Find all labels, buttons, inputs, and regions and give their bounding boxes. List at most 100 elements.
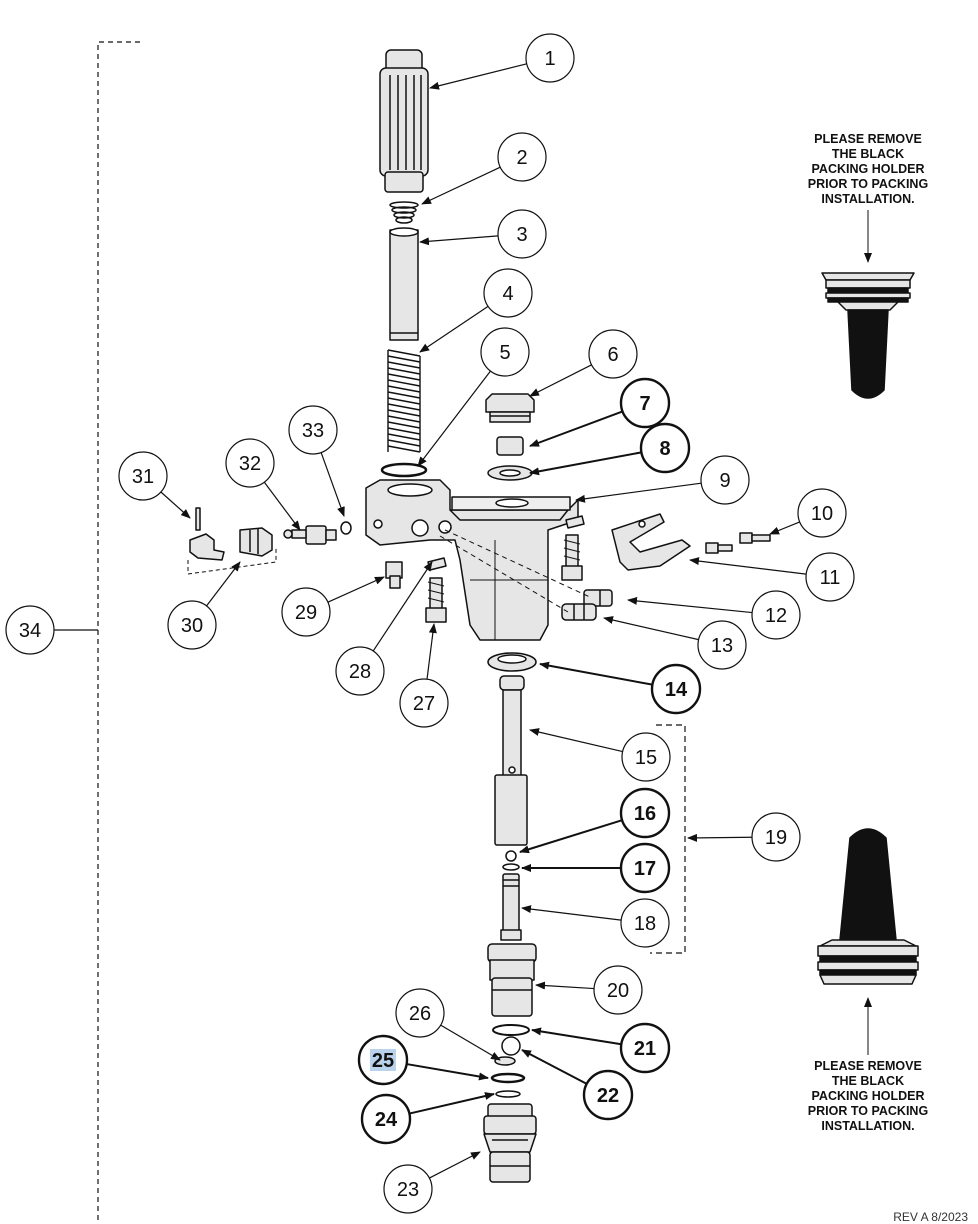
part-33-o-ring [340, 521, 352, 535]
callout-19: 19 [751, 812, 801, 862]
callout-11: 11 [805, 552, 855, 602]
callout-number: 1 [544, 48, 555, 70]
callout-6: 6 [588, 329, 638, 379]
note-line: THE BLACK [831, 1074, 905, 1088]
leader-line-4 [419, 305, 489, 353]
callout-circle [5, 605, 55, 655]
callout-number: 7 [639, 393, 650, 415]
note-line: PRIOR TO PACKING [807, 1104, 929, 1118]
part-22-ball [501, 1036, 521, 1056]
callout-10: 10 [797, 488, 847, 538]
leader-line-32 [263, 481, 301, 531]
callout-circle [650, 663, 702, 715]
callout-24: 24 [360, 1093, 412, 1145]
leader-line-7 [529, 410, 623, 447]
leader-line-23 [429, 1151, 481, 1179]
pump-body-block [365, 479, 579, 641]
leader-line-22 [521, 1049, 588, 1085]
callout-number: 4 [502, 283, 513, 305]
callout-circle [700, 455, 750, 505]
leader-line-9 [575, 482, 702, 503]
note-line: PLEASE REMOVE [814, 1059, 922, 1073]
leader-line-12 [627, 596, 753, 614]
callout-number: 27 [413, 693, 435, 715]
part-27-bolt [425, 577, 447, 623]
callout-33: 33 [288, 405, 338, 455]
callout-number: 10 [811, 503, 833, 525]
part-14-seal [487, 652, 537, 672]
callout-32: 32 [225, 438, 275, 488]
note-remove-packing-top: PLEASE REMOVE THE BLACK PACKING HOLDER P… [783, 132, 953, 207]
part-10-screws [705, 532, 771, 554]
callout-circle [118, 451, 168, 501]
leader-line-21 [531, 1027, 622, 1046]
callout-circle [588, 329, 638, 379]
part-17-o-ring [502, 863, 520, 871]
callout-21: 21 [619, 1022, 671, 1074]
callout-number: 12 [765, 605, 787, 627]
callout-number: 34 [19, 620, 41, 642]
part-8-seal [487, 465, 533, 481]
leader-line-33 [320, 452, 345, 517]
callout-circle [483, 268, 533, 318]
callout-number: 5 [499, 342, 510, 364]
callout-25: 25 [357, 1034, 409, 1086]
callout-14: 14 [650, 663, 702, 715]
leader-line-5 [417, 370, 491, 467]
callout-number: 20 [607, 980, 629, 1002]
leader-line-2 [421, 166, 501, 205]
part-25-o-ring [490, 1072, 526, 1084]
callout-circle [805, 552, 855, 602]
callout-circle [480, 327, 530, 377]
callout-number: 15 [635, 747, 657, 769]
callout-circle [621, 732, 671, 782]
bolt-right [561, 534, 583, 581]
leader-line-31 [160, 491, 191, 519]
callout-number: 2 [516, 147, 527, 169]
callout-number: 31 [132, 466, 154, 488]
callout-26: 26 [395, 988, 445, 1038]
part-5-o-ring [380, 462, 428, 478]
leader-line-13 [603, 616, 699, 641]
callout-number: 17 [634, 858, 656, 880]
callout-number: 8 [659, 438, 670, 460]
callout-number: 19 [765, 827, 787, 849]
part-18-stem [500, 873, 522, 941]
part-12-fitting [583, 589, 613, 607]
leader-line-16 [519, 819, 623, 854]
callout-2: 2 [497, 132, 547, 182]
callout-circle [639, 422, 691, 474]
part-15-piston-rod [494, 675, 528, 846]
leader-line-29 [327, 576, 385, 603]
callout-29: 29 [281, 587, 331, 637]
callout-circle [225, 438, 275, 488]
callout-leaders [54, 63, 807, 1179]
callout-31: 31 [118, 451, 168, 501]
callout-circle [497, 132, 547, 182]
callout-16: 16 [619, 787, 671, 839]
assembly-bracket [97, 41, 140, 1220]
callout-number: 32 [239, 453, 261, 475]
callout-number: 3 [516, 224, 527, 246]
callout-number: 14 [665, 679, 688, 701]
callout-number: 22 [597, 1085, 619, 1107]
leader-line-25 [406, 1063, 489, 1081]
callout-34: 34 [5, 605, 55, 655]
callout-number: 13 [711, 635, 733, 657]
callout-13: 13 [697, 620, 747, 670]
callout-number: 23 [397, 1179, 419, 1201]
part-20-cylinder [487, 943, 537, 1017]
callout-number: 6 [607, 344, 618, 366]
leader-line-15 [529, 728, 623, 753]
part-11-lever [611, 513, 691, 571]
callout-8: 8 [639, 422, 691, 474]
leader-line-30 [206, 561, 241, 607]
note-line: PACKING HOLDER [811, 162, 925, 176]
callout-circle [751, 590, 801, 640]
leader-line-10 [769, 521, 800, 535]
callout-number: 33 [302, 420, 324, 442]
callout-circle [360, 1093, 412, 1145]
callout-number: 16 [634, 803, 656, 825]
part-32-valve [283, 525, 337, 545]
